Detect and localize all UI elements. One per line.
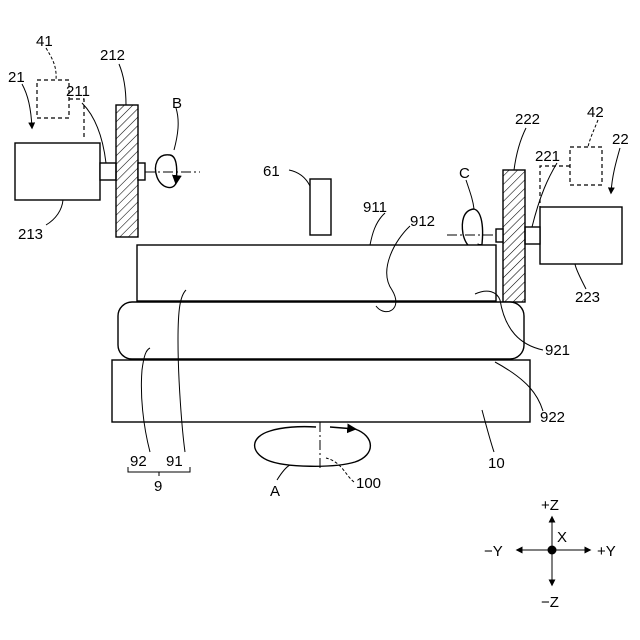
- label-c: C: [459, 165, 470, 182]
- arrow-21: [22, 84, 32, 128]
- workpiece-and-table: [112, 213, 543, 482]
- label-91: 91: [166, 453, 183, 470]
- label-21: 21: [8, 69, 25, 86]
- shaft-221: [525, 227, 540, 244]
- label-213: 213: [18, 226, 43, 243]
- sensor-61: [310, 179, 331, 235]
- label-211: 211: [66, 83, 90, 100]
- table-10: [112, 360, 530, 422]
- label-912: 912: [410, 213, 435, 230]
- leader-c: [466, 180, 474, 209]
- label-10: 10: [488, 455, 505, 472]
- leader-223: [575, 264, 586, 289]
- leader-42: [588, 120, 598, 147]
- label-100: 100: [356, 475, 381, 492]
- leader-213: [46, 200, 63, 225]
- coordinate-axes: [517, 517, 590, 585]
- label-x: X: [557, 529, 567, 546]
- leader-61: [289, 170, 310, 186]
- label-41: 41: [36, 33, 53, 50]
- label-222: 222: [515, 111, 540, 128]
- label-921: 921: [545, 342, 570, 359]
- label-922: 922: [540, 409, 565, 426]
- layer-91: [137, 245, 496, 301]
- grinding-wheel-212: [116, 105, 138, 237]
- label-plus-y: +Y: [597, 543, 616, 560]
- motor-223: [540, 207, 622, 264]
- label-a: A: [270, 483, 280, 500]
- label-22: 22: [612, 131, 629, 148]
- shaft-211: [100, 163, 116, 180]
- left-grinding-unit: [15, 48, 200, 237]
- label-911: 911: [363, 199, 387, 216]
- leader-b: [174, 108, 178, 150]
- label-b: B: [172, 95, 182, 112]
- arrow-22: [611, 148, 620, 193]
- control-box-42: [570, 147, 602, 185]
- rotation-arrow-a: [330, 427, 355, 429]
- grinding-wheel-222: [503, 170, 525, 302]
- spindle-nub-212: [138, 163, 145, 180]
- label-9: 9: [154, 478, 162, 495]
- leader-911: [370, 213, 385, 245]
- label-223: 223: [575, 289, 600, 306]
- spindle-nub-222: [496, 229, 503, 242]
- label-42: 42: [587, 104, 604, 121]
- sensor-61-group: [289, 170, 331, 235]
- leader-222: [514, 128, 526, 170]
- leader-41: [46, 48, 56, 80]
- control-line-42: [540, 166, 570, 207]
- rotation-arrow-b-tail: [170, 155, 177, 183]
- label-221: 221: [535, 148, 560, 165]
- leader-100: [326, 458, 354, 482]
- axis-x-dot: [548, 546, 557, 555]
- control-line-41: [69, 99, 84, 140]
- rotation-ellipse-a: [255, 427, 371, 467]
- control-box-41: [37, 80, 69, 118]
- leader-212: [119, 64, 126, 105]
- axis-labels: +Z X −Y +Y −Z: [484, 497, 616, 611]
- label-minus-y: −Y: [484, 543, 503, 560]
- rotation-arrow-b: [156, 155, 176, 188]
- leader-a: [277, 465, 290, 480]
- rotation-arrow-c: [462, 209, 482, 250]
- label-92: 92: [130, 453, 147, 470]
- label-61: 61: [263, 163, 280, 180]
- motor-213: [15, 143, 100, 200]
- label-minus-z: −Z: [541, 594, 559, 611]
- label-212: 212: [100, 47, 125, 64]
- label-plus-z: +Z: [541, 497, 559, 514]
